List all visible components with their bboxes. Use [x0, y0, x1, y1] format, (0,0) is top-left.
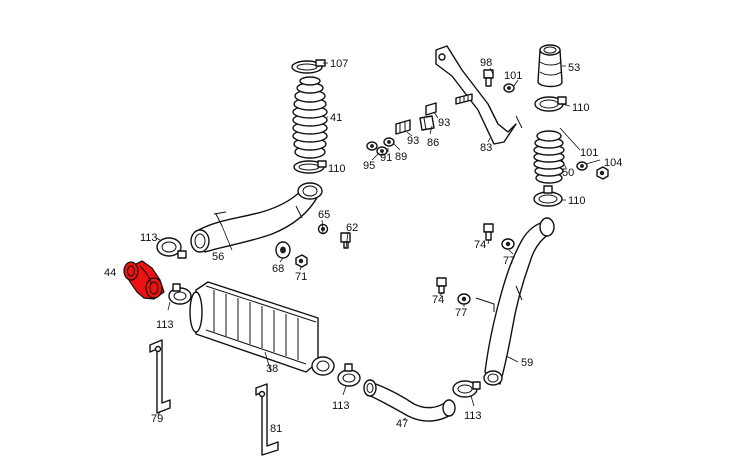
nut-104 [596, 166, 609, 180]
label-68: 68 [272, 263, 284, 275]
stud-93-upper [455, 93, 473, 105]
bushing-93-right [425, 102, 437, 116]
label-101-lower: 101 [580, 147, 598, 159]
label-110-upper-right: 110 [572, 102, 590, 114]
washer-101-upper [503, 83, 515, 93]
bracket-81 [255, 383, 279, 456]
label-91: 91 [380, 152, 392, 164]
label-71: 71 [295, 271, 307, 283]
bracket-79 [149, 339, 171, 416]
label-65: 65 [318, 209, 330, 221]
label-74-upper: 74 [474, 239, 486, 251]
hose-44-highlighted [123, 260, 165, 300]
clamp-110-upper-right [534, 96, 567, 112]
label-44: 44 [104, 267, 116, 279]
bellows-50 [533, 130, 567, 184]
label-62: 62 [346, 222, 358, 234]
nut-91 [376, 146, 388, 156]
bushing-93-left [395, 119, 411, 135]
bolt-74-lower [436, 277, 447, 294]
label-53: 53 [568, 62, 580, 74]
label-56: 56 [212, 251, 224, 263]
clamp-107 [291, 59, 328, 74]
label-113-upper-left: 113 [140, 232, 158, 244]
label-47: 47 [396, 418, 408, 430]
leader-lines [299, 67, 601, 307]
label-93-lower: 93 [407, 135, 419, 147]
label-86: 86 [427, 137, 439, 149]
label-38: 38 [266, 363, 278, 375]
label-83: 83 [480, 142, 492, 154]
label-74-lower: 74 [432, 294, 444, 306]
label-113-lower-right: 113 [464, 410, 482, 422]
label-81: 81 [270, 423, 282, 435]
label-95: 95 [363, 160, 375, 172]
bolt-74-upper [483, 223, 494, 241]
washer-95 [366, 141, 378, 151]
label-113-center: 113 [332, 400, 350, 412]
label-79: 79 [151, 413, 163, 425]
label-107: 107 [330, 58, 348, 70]
label-110-lower-right: 110 [568, 195, 586, 207]
clamp-113-lower-right [452, 380, 481, 407]
hose-53 [537, 44, 566, 88]
label-59: 59 [521, 357, 533, 369]
label-113-lower-left: 113 [156, 319, 174, 331]
clamp-110-lower-right [533, 185, 563, 207]
label-41: 41 [330, 112, 342, 124]
label-110-upper: 110 [328, 163, 346, 175]
label-77-upper: 77 [503, 255, 515, 267]
bolt-62 [340, 232, 351, 249]
intercooler-38 [189, 281, 335, 376]
clamp-113-upper-left [155, 237, 187, 259]
washer-101-lower [576, 161, 588, 171]
label-77-lower: 77 [455, 307, 467, 319]
washer-68 [275, 241, 291, 263]
label-104: 104 [604, 157, 622, 169]
bellows-41 [292, 76, 328, 159]
bracket-83 [435, 45, 523, 145]
pipe-56 [190, 182, 323, 253]
label-93-upper: 93 [438, 117, 450, 129]
clamp-113-center [337, 363, 361, 396]
washer-89 [383, 137, 395, 147]
nut-71 [295, 254, 308, 268]
label-98: 98 [480, 57, 492, 69]
label-50: 50 [562, 167, 574, 179]
hose-47 [363, 379, 456, 422]
part-labels: 107 41 110 65 62 68 71 56 113 44 113 79 … [104, 57, 622, 435]
nut-77-upper [501, 238, 515, 250]
clamp-113-lower-left [167, 283, 192, 311]
label-101-upper: 101 [504, 70, 522, 82]
nut-77-lower [457, 293, 471, 305]
label-89: 89 [395, 151, 407, 163]
bolt-98 [483, 69, 494, 87]
bushing-86 [419, 115, 435, 131]
clamp-110-upper [293, 160, 327, 174]
pipe-59 [475, 217, 555, 386]
